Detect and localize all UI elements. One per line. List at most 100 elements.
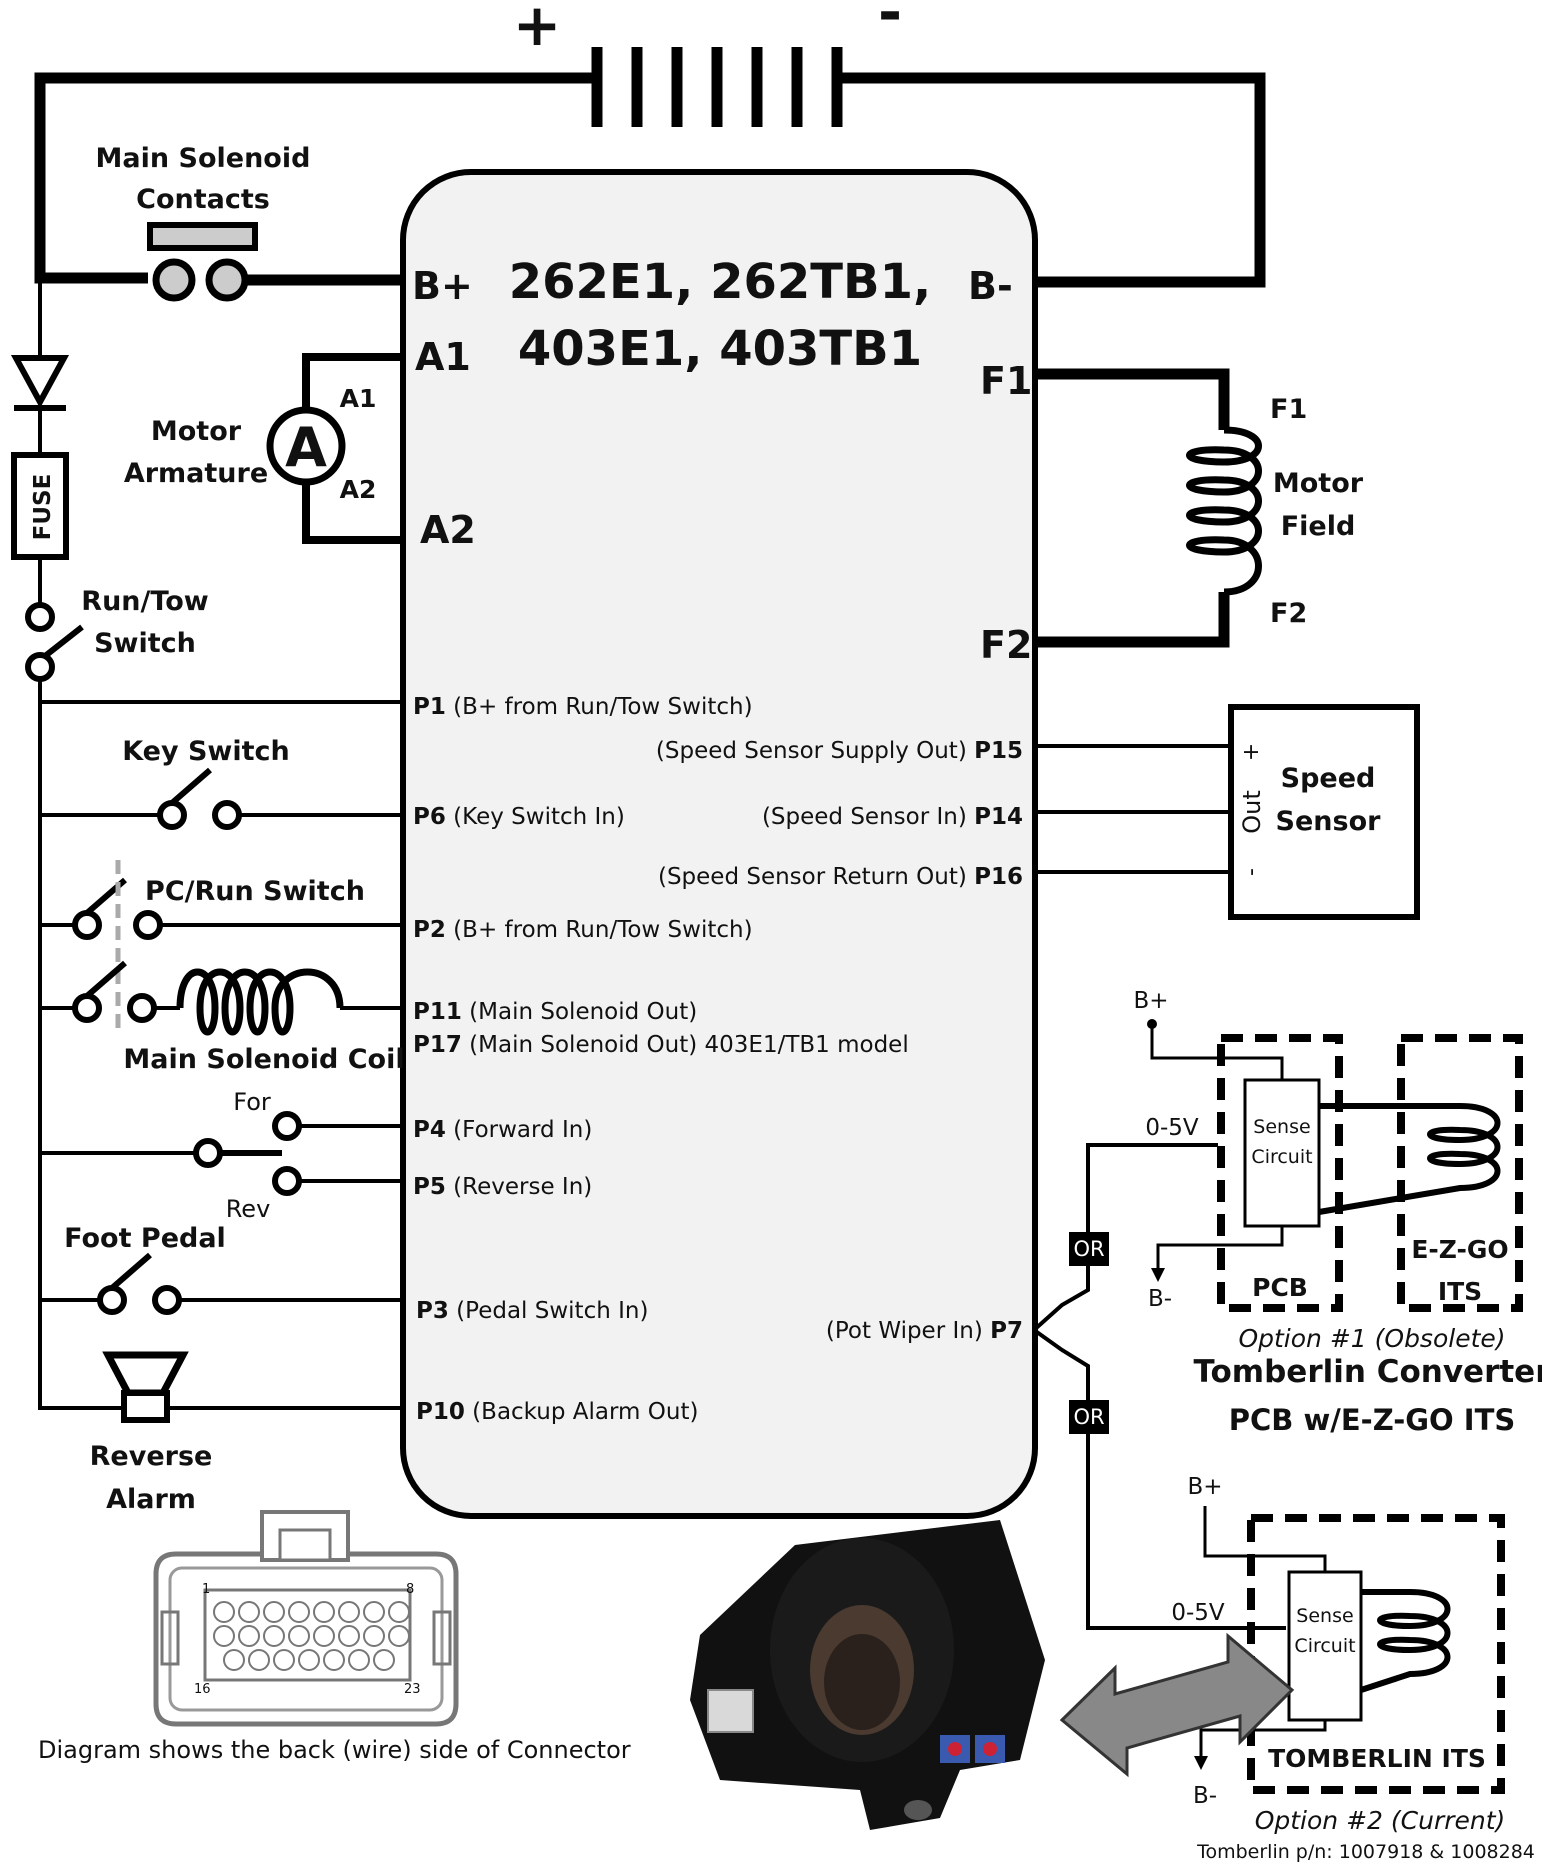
double-arrow-icon — [1059, 1632, 1295, 1778]
pin-p17: P17 (Main Solenoid Out) 403E1/TB1 model — [413, 1032, 909, 1058]
pin-p2: P2 (B+ from Run/Tow Switch) — [413, 917, 753, 943]
option1-title-1: Tomberlin Converter — [1193, 1354, 1542, 1390]
or-badge-1 — [1069, 1232, 1109, 1266]
diode-icon — [10, 355, 70, 409]
or-label-1: OR — [1073, 1237, 1104, 1261]
option2-tomberlin-its: B+ B- 0-5V Sense Circuit TOMBERLIN ITS O… — [1171, 1474, 1535, 1862]
option1-pcb: PCB — [1252, 1273, 1308, 1302]
option1-ezgo: E-Z-GO — [1411, 1235, 1508, 1264]
battery: + - — [513, 0, 902, 127]
label-key-switch: Key Switch — [122, 736, 290, 767]
connector-pin16: 16 — [194, 1682, 211, 1697]
pin-p4: P4 (Forward In) — [413, 1117, 592, 1143]
armature-a1: A1 — [340, 384, 377, 413]
pin-p10: P10 (Backup Alarm Out) — [416, 1399, 698, 1425]
label-foot-pedal: Foot Pedal — [64, 1223, 226, 1254]
pin-p5: P5 (Reverse In) — [413, 1174, 592, 1200]
option1-bminus: B- — [1148, 1286, 1172, 1312]
or-badge-2 — [1069, 1400, 1109, 1434]
terminal-f2: F2 — [980, 623, 1032, 667]
main-solenoid-contacts: Main Solenoid Contacts — [96, 143, 311, 302]
option1-converter: B+ B- 0-5V Sense Circuit PCB E-Z-GO ITS … — [1133, 988, 1542, 1437]
option1-sense: Sense — [1253, 1116, 1310, 1138]
option2-sense: Sense — [1296, 1605, 1353, 1627]
battery-plus: + — [513, 0, 562, 59]
option1-volts: 0-5V — [1145, 1115, 1199, 1141]
option2-its-label: TOMBERLIN ITS — [1268, 1744, 1486, 1773]
terminal-f1: F1 — [980, 359, 1032, 403]
pin-p16: (Speed Sensor Return Out) P16 — [658, 864, 1023, 890]
option1-its: ITS — [1438, 1277, 1482, 1306]
option2-bplus: B+ — [1187, 1474, 1222, 1500]
label-motor: Motor — [151, 416, 242, 447]
speed-sensor: + Out - Speed Sensor — [1034, 704, 1420, 920]
pin-p3: P3 (Pedal Switch In) — [416, 1298, 648, 1324]
pin-p14: (Speed Sensor In) P14 — [762, 804, 1023, 830]
option2-part-number: Tomberlin p/n: 1007918 & 1008284 — [1196, 1841, 1535, 1862]
label-for: For — [233, 1088, 271, 1116]
fuse-label: FUSE — [30, 474, 56, 541]
label-alarm: Alarm — [106, 1484, 196, 1515]
its-sensor-photo — [690, 1520, 1045, 1830]
label-reverse: Reverse — [90, 1441, 213, 1472]
label-main-solenoid: Main Solenoid — [96, 143, 311, 174]
motor-field: F1 F2 Motor Field — [1034, 368, 1364, 648]
connector-diagram: 1 8 16 23 Diagram shows the back (wire) … — [38, 1510, 631, 1764]
option2-volts: 0-5V — [1171, 1600, 1225, 1626]
label-sensor: Sensor — [1276, 806, 1382, 837]
label-field-motor: Motor — [1273, 468, 1364, 499]
terminal-a1: A1 — [415, 335, 471, 379]
wire-battery-plus — [34, 72, 597, 284]
wire-battery-minus — [837, 72, 1266, 288]
controller-body — [400, 169, 1038, 1519]
fuse — [11, 452, 69, 560]
label-contacts: Contacts — [136, 184, 270, 215]
pin-labels-right: (Speed Sensor Supply Out) P15 (Speed Sen… — [656, 738, 1023, 1344]
option1-circuit: Circuit — [1251, 1146, 1312, 1168]
reverse-alarm: Reverse Alarm — [38, 1300, 403, 1515]
option1-title-italic: Option #1 (Obsolete) — [1238, 1324, 1505, 1353]
controller-models-1: 262E1, 262TB1, — [509, 254, 931, 310]
label-speed: Speed — [1281, 763, 1376, 794]
armature-symbol: A — [285, 416, 327, 479]
field-f1: F1 — [1270, 394, 1307, 425]
terminal-bplus: B+ — [412, 264, 473, 308]
speed-sensor-plus: + — [1239, 743, 1264, 761]
or-label-2: OR — [1073, 1405, 1104, 1429]
connector-pin23: 23 — [404, 1682, 421, 1697]
pin-labels-left: P1 (B+ from Run/Tow Switch) P6 (Key Swit… — [413, 694, 909, 1425]
pc-run-switch: PC/Run Switch — [40, 860, 403, 1030]
connector-caption: Diagram shows the back (wire) side of Co… — [38, 1736, 631, 1764]
speed-sensor-out: Out — [1238, 790, 1266, 834]
connector-pin1: 1 — [202, 1582, 210, 1597]
main-solenoid-coil: Main Solenoid Coil — [40, 960, 405, 1075]
left-feed: FUSE Run/Tow Switch — [10, 283, 209, 1410]
armature-a2: A2 — [340, 475, 377, 504]
field-f2: F2 — [1270, 598, 1307, 629]
terminal-bminus: B- — [968, 264, 1013, 308]
label-run-tow: Run/Tow — [81, 586, 208, 617]
option2-title-italic: Option #2 (Current) — [1255, 1806, 1506, 1835]
foot-pedal-switch: Foot Pedal — [40, 1223, 403, 1315]
pin-p11: P11 (Main Solenoid Out) — [413, 999, 697, 1025]
forward-reverse-switch: For Rev — [40, 1088, 403, 1223]
option1-bplus: B+ — [1133, 988, 1168, 1014]
label-pc-run: PC/Run Switch — [145, 876, 365, 907]
label-rev: Rev — [226, 1195, 271, 1223]
option2-bminus: B- — [1193, 1783, 1217, 1809]
controller-models-2: 403E1, 403TB1 — [518, 321, 922, 377]
pin-p1: P1 (B+ from Run/Tow Switch) — [413, 694, 753, 720]
speed-sensor-minus: - — [1239, 868, 1264, 876]
label-field: Field — [1281, 511, 1356, 542]
battery-minus: - — [878, 0, 902, 46]
pin-p15: (Speed Sensor Supply Out) P15 — [656, 738, 1023, 764]
pin-p6: P6 (Key Switch In) — [413, 804, 625, 830]
label-armature: Armature — [124, 458, 268, 489]
key-switch: Key Switch — [40, 736, 403, 830]
pin-p7: (Pot Wiper In) P7 — [826, 1318, 1023, 1344]
label-switch: Switch — [94, 628, 196, 659]
label-main-solenoid-coil: Main Solenoid Coil — [123, 1044, 404, 1075]
option2-circuit: Circuit — [1294, 1635, 1355, 1657]
option1-title-2: PCB w/E-Z-GO ITS — [1229, 1403, 1516, 1437]
